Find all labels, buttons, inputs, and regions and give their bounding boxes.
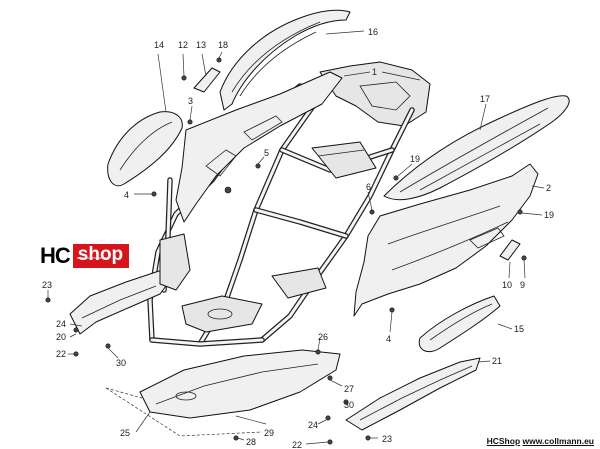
callout-27: 27 <box>344 384 354 394</box>
callout-14: 14 <box>154 40 164 50</box>
part-15-side-trim <box>418 295 501 353</box>
leader-lines <box>47 30 545 445</box>
callout-2: 2 <box>546 183 551 193</box>
footer-credit: HCShop www.collmann.eu <box>487 436 594 446</box>
callout-23a: 23 <box>42 280 52 290</box>
part-17-rear-right-cover <box>383 95 570 201</box>
callout-6: 6 <box>366 182 371 192</box>
callout-9: 9 <box>520 280 525 290</box>
callout-24b: 24 <box>308 420 318 430</box>
callout-4b: 4 <box>386 334 391 344</box>
callout-18: 19 <box>544 210 554 220</box>
callout-30b: 30 <box>344 400 354 410</box>
callout-20: 20 <box>56 332 66 342</box>
part-10-small-cover <box>499 239 521 261</box>
callout-12: 12 <box>178 40 188 50</box>
callout-16: 16 <box>368 27 378 37</box>
part-left-body-panel <box>175 71 343 223</box>
callout-19: 18 <box>218 40 228 50</box>
part-13-small-cover <box>193 67 221 93</box>
callout-17: 17 <box>480 94 490 104</box>
callout-15: 15 <box>514 324 524 334</box>
callout-23b: 23 <box>382 434 392 444</box>
callout-30a: 30 <box>116 358 126 368</box>
callout-13: 13 <box>196 40 206 50</box>
logo-shop-text: shop <box>77 244 124 265</box>
callout-10: 10 <box>502 280 512 290</box>
callout-28: 28 <box>246 437 256 447</box>
part-14-front-side-cover <box>107 111 183 187</box>
logo-hc-text: HC <box>40 243 71 268</box>
footer-url-link[interactable]: www.collmann.eu <box>522 436 594 446</box>
callout-22b: 22 <box>292 440 302 449</box>
part-2-right-side-cover <box>353 163 539 317</box>
part-16-rear-upper-trim <box>219 9 351 111</box>
callout-3: 3 <box>188 96 193 106</box>
callout-22a: 22 <box>56 349 66 359</box>
part-left-lower-trim <box>69 269 173 335</box>
logo-sub-text: www.collmann.eu <box>76 255 108 260</box>
callout-29: 29 <box>264 428 274 438</box>
footer-shop-name: HCShop <box>486 436 521 446</box>
callout-19b: 19 <box>410 154 420 164</box>
part-25-undertray <box>105 349 341 437</box>
part-front-bracket <box>159 233 191 291</box>
callout-24a: 24 <box>56 319 66 329</box>
part-21-floor-side-trim <box>345 357 481 431</box>
hcshop-logo: HC shop www.collmann.eu <box>40 244 170 268</box>
callout-1: 1 <box>372 67 377 77</box>
logo-shop-badge: shop www.collmann.eu <box>72 244 130 268</box>
callout-26: 26 <box>318 332 328 342</box>
callout-25: 25 <box>120 428 130 438</box>
callout-4a: 4 <box>124 190 129 200</box>
callout-5: 5 <box>264 148 269 158</box>
callout-labels: 14 12 13 18 16 1 3 17 5 19 2 4 6 19 10 9… <box>42 27 554 449</box>
callout-21: 21 <box>492 356 502 366</box>
